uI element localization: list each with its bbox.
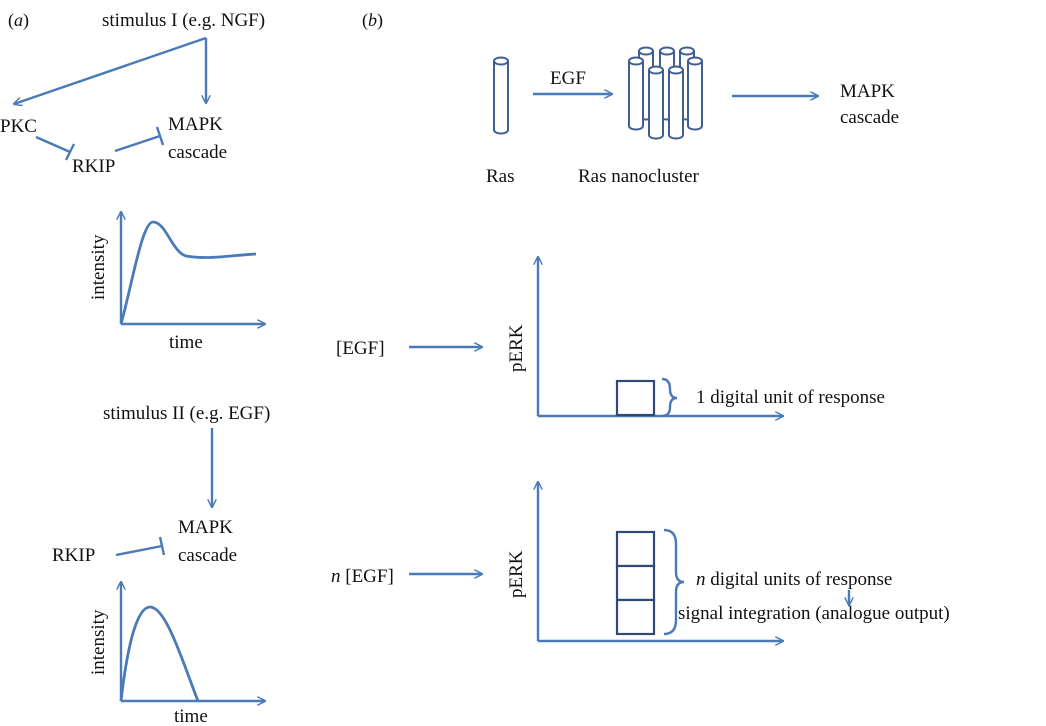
unit-bracket: [661, 377, 678, 418]
response-stack-box-top: [615, 530, 656, 568]
ras-nanocluster-label: Ras nanocluster: [578, 166, 700, 187]
pkc-label: PKC: [0, 116, 37, 137]
response-stack-box-middle: [615, 564, 656, 602]
graph-2-xlabel: time: [174, 706, 208, 726]
rkip-2-label: RKIP: [52, 545, 95, 566]
rkip-1-label: RKIP: [72, 156, 115, 177]
ras-cylinder-icon: [493, 56, 509, 135]
graph-1-curve: [119, 220, 257, 325]
rkip-inhibits-mapk-bar: [155, 126, 165, 146]
graph-1-xlabel: time: [169, 332, 203, 353]
input-2-label: n [EGF]: [331, 566, 394, 587]
stimulus-1-label: stimulus I (e.g. NGF): [102, 10, 265, 31]
pkc-inhibits-rkip-bar: [64, 143, 76, 161]
panel-b-label: (b): [362, 10, 383, 31]
units-label: n digital units of response: [696, 569, 892, 590]
graph-1-ylabel: intensity: [88, 234, 109, 300]
egf-arrow-label: EGF: [550, 68, 586, 89]
rkip-2-inhibits-mapk-bar: [158, 536, 166, 556]
stimulus-1-to-pkc-arrow: [14, 36, 207, 104]
pkc-inhibits-rkip-line: [35, 135, 71, 154]
graph-b2-ylabel: pERK: [506, 550, 527, 598]
units-bracket: [663, 528, 685, 636]
graph-b1-ylabel: pERK: [506, 324, 527, 372]
mapk-2-label-line1: MAPK: [178, 517, 233, 538]
integration-label: signal integration (analogue output): [678, 603, 950, 624]
ras-label: Ras: [486, 166, 515, 187]
unit-label: 1 digital unit of response: [696, 387, 885, 408]
mapk-1-label-line1: MAPK: [168, 114, 223, 135]
stimulus-2-label: stimulus II (e.g. EGF): [103, 403, 270, 424]
mapk-2-label-line2: cascade: [178, 545, 237, 566]
rkip-inhibits-mapk-line: [114, 134, 161, 153]
ras-nanocluster-icon: [628, 46, 703, 140]
graph-2-ylabel: intensity: [88, 609, 109, 675]
mapk-b-label-line2: cascade: [840, 107, 899, 128]
mapk-1-label-line2: cascade: [168, 142, 227, 163]
panel-a-label: (a): [8, 10, 29, 31]
graph-2-curve: [119, 605, 200, 702]
response-stack-box-bottom: [615, 598, 656, 636]
mapk-b-label-line1: MAPK: [840, 81, 895, 102]
input-1-label: [EGF]: [336, 338, 385, 359]
rkip-2-inhibits-mapk-line: [115, 544, 163, 557]
response-unit-box: [615, 379, 656, 417]
